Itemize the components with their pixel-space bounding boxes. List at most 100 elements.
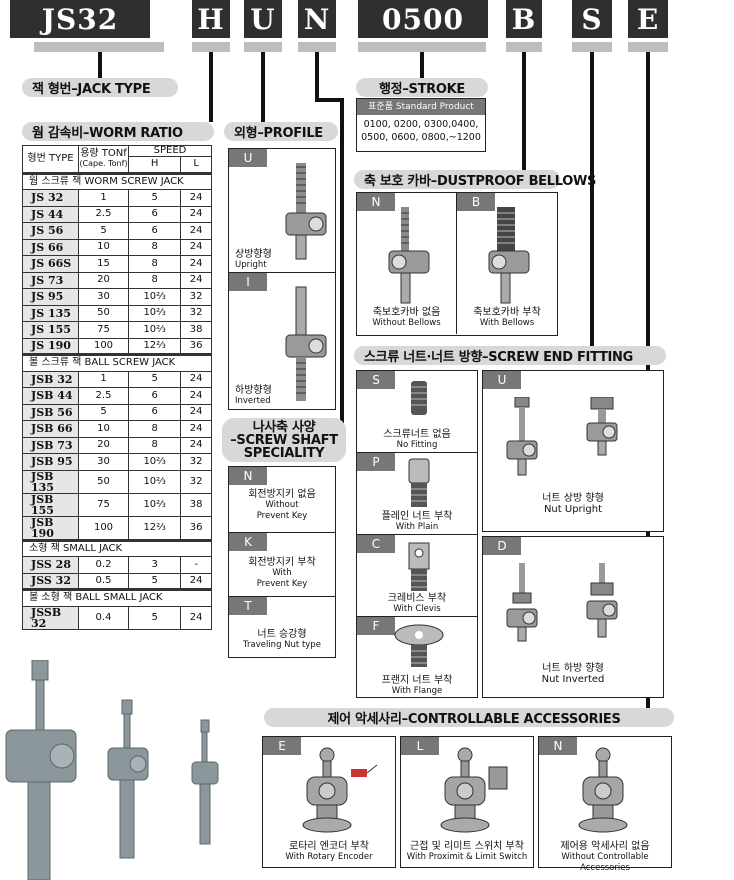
capacity-cell: 5	[78, 222, 129, 240]
speed-l-cell: 24	[180, 189, 212, 207]
model-cell: JS 66S	[22, 255, 79, 273]
connector-line	[209, 52, 213, 122]
model-cell: JSB 66	[22, 420, 79, 438]
capacity-cell: 5	[78, 403, 129, 421]
speed-h-cell: 8	[127, 238, 182, 256]
option-tag: T	[229, 597, 267, 615]
code-profile: U	[244, 0, 282, 38]
jack-inverted-icon	[285, 286, 327, 401]
option-tag: K	[229, 533, 267, 551]
stroke-header: 표준품 Standard Product	[357, 99, 485, 115]
capacity-cell: 0.2	[78, 556, 129, 574]
model-cell: JS 56	[22, 222, 79, 240]
option-label-en: With Rotary Encoder	[285, 852, 373, 862]
jack-no-bellows-icon	[388, 207, 430, 304]
model-cell: JSB 135	[22, 469, 79, 494]
option-tag: E	[263, 737, 301, 755]
speed-h-cell: 10⅔	[127, 492, 182, 517]
option-label-en: With Clevis	[393, 604, 441, 614]
speed-l-cell: 24	[180, 205, 212, 223]
label-bellows: 축 보호 카바–DUSTPROOF BELLOWS	[354, 170, 596, 189]
header-l: L	[180, 156, 212, 174]
option-label-ko: 너트 하방 향형	[542, 663, 604, 674]
capacity-cell: 10	[78, 238, 129, 256]
option-tag: N	[539, 737, 577, 755]
option-label-ko: 크레비스 부착	[387, 593, 447, 604]
speed-h-cell: 10⅔	[127, 453, 182, 471]
option-label-ko: 회전방지키 부착	[248, 557, 316, 568]
speed-l-cell: 38	[180, 492, 212, 517]
speed-h-cell: 12⅔	[127, 337, 182, 355]
speed-l-cell: 36	[180, 515, 212, 541]
jack-accessory-icon	[578, 747, 628, 833]
capacity-cell: 30	[78, 453, 129, 471]
connector-line	[522, 52, 526, 170]
divider	[358, 42, 486, 52]
option-tag: U	[229, 149, 267, 167]
stroke-values: 0100, 0200, 0300,0400, 0500, 0600, 0800,…	[361, 119, 481, 143]
divider	[506, 42, 542, 52]
option-label-en: With Plain	[395, 522, 439, 532]
speed-h-cell: 6	[127, 387, 182, 405]
speed-h-cell: 10⅔	[127, 288, 182, 306]
capacity-cell: 100	[78, 515, 129, 541]
capacity-cell: 1	[78, 370, 129, 388]
speed-h-cell: 5	[127, 189, 182, 207]
speed-l-cell: 24	[180, 222, 212, 240]
speed-l-cell: 24	[180, 572, 212, 590]
product-photo	[5, 660, 219, 880]
label-jack-type: 잭 형번–JACK TYPE	[22, 78, 178, 97]
option-label-en: Without Controllable Accessories	[561, 852, 649, 873]
model-cell: JSB 44	[22, 387, 79, 405]
option-tag: N	[229, 467, 267, 485]
option-label-en: With Bellows	[479, 318, 535, 328]
option-label-en: Inverted	[235, 396, 271, 406]
option-label-en: Upright	[235, 260, 267, 270]
option-tag: I	[229, 273, 267, 291]
option-label-en: With Proximit & Limit Switch	[406, 852, 528, 862]
capacity-cell: 15	[78, 255, 129, 273]
table-section-title: 웜 스크류 잭 WORM SCREW JACK	[22, 171, 212, 190]
header-h: H	[127, 156, 182, 174]
connector-line	[315, 98, 343, 102]
capacity-cell: 75	[78, 492, 129, 517]
label-profile: 외형–PROFILE	[224, 122, 338, 141]
speed-l-cell: 36	[180, 337, 212, 355]
speed-h-cell: 12⅔	[127, 515, 182, 541]
jack-bellows-icon	[488, 207, 530, 304]
header-speed: SPEED	[128, 145, 212, 157]
option-label-en: With Flange	[391, 686, 443, 696]
table-section-title: 소형 잭 SMALL JACK	[22, 538, 212, 557]
divider	[192, 42, 230, 52]
table-section-title: 볼 스크류 잭 BALL SCREW JACK	[22, 353, 212, 372]
capacity-cell: 30	[78, 288, 129, 306]
code-worm-ratio: H	[192, 0, 230, 38]
model-cell: JS 190	[22, 337, 79, 355]
speed-h-cell: 6	[127, 205, 182, 223]
divider	[298, 42, 336, 52]
option-label-en: No Fitting	[396, 440, 438, 450]
